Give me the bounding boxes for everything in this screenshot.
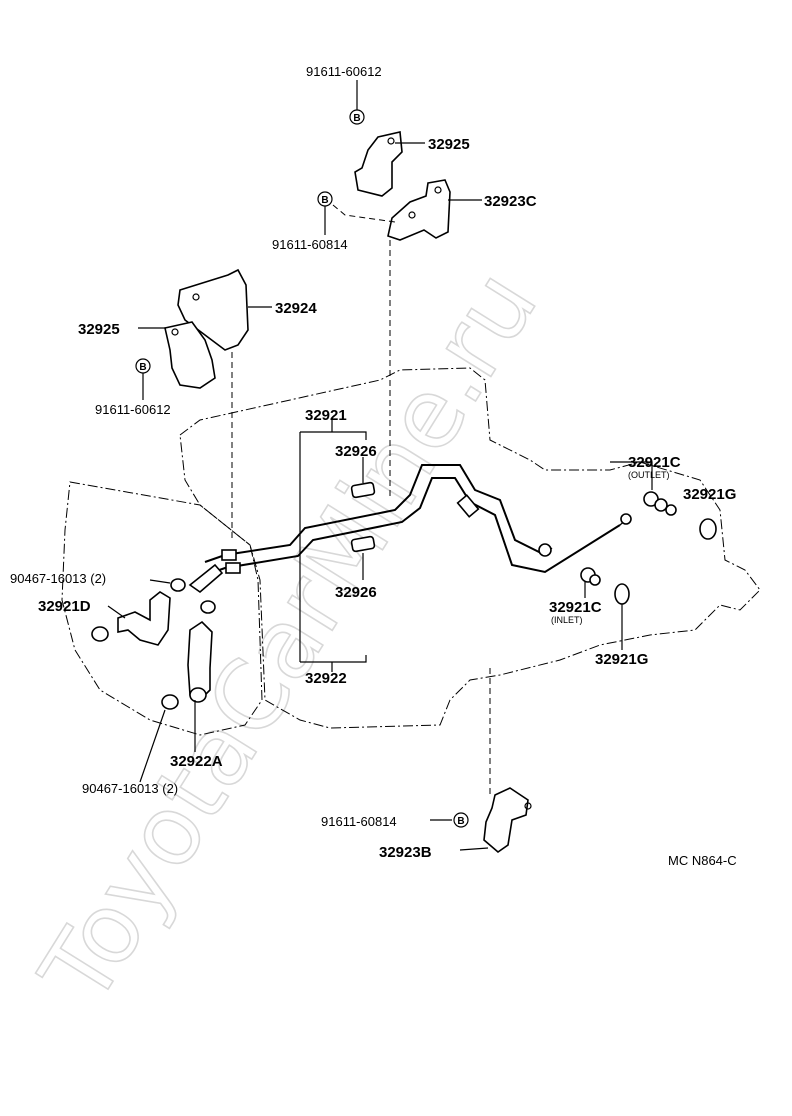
label-bolt-top: 91611-60612: [306, 64, 382, 79]
clamp-3: [91, 626, 109, 642]
label-bolt-mid: 91611-60814: [272, 237, 348, 252]
label-outlet-note: (OUTLET): [628, 470, 670, 480]
label-hose-lower: 32926: [335, 584, 377, 601]
tube-fitting-3: [456, 494, 480, 518]
tube-fitting-4: [538, 543, 552, 557]
label-hose-upper: 32926: [335, 443, 377, 460]
align-line-bolt-mid: [332, 204, 396, 223]
clamp-2: [200, 600, 216, 614]
svg-text:B: B: [321, 195, 328, 206]
bracket-32924: [177, 268, 249, 351]
label-hose-d: 32921D: [38, 598, 91, 615]
bracket-32923c: [387, 179, 451, 241]
bolt-symbol-left: B: [135, 358, 151, 374]
label-bracket-c: 32923C: [484, 193, 537, 210]
transmission-outline: [179, 367, 761, 729]
label-bolt-bottom: 91611-60814: [321, 814, 397, 829]
label-union-outlet: 32921C: [628, 454, 681, 471]
label-gasket-lower: 32921G: [595, 651, 648, 668]
svg-text:B: B: [353, 113, 360, 124]
label-gasket-upper: 32921G: [683, 486, 736, 503]
union-inlet: [580, 567, 601, 586]
label-inlet-note: (INLET): [551, 615, 583, 625]
label-hose-a: 32922A: [170, 753, 223, 770]
hose-left-upper: [188, 563, 224, 594]
label-bracket-24: 32924: [275, 300, 317, 317]
bracket-32925-top: [354, 131, 403, 197]
bolt-symbol-top: B: [349, 109, 365, 125]
label-bracket-left: 32925: [78, 321, 120, 338]
label-clamp-upper: 90467-16013 (2): [10, 571, 106, 586]
bracket-32923b: [483, 787, 529, 854]
hose-32926-lower: [350, 535, 376, 553]
tube-fitting-1: [221, 549, 237, 561]
gasket-lower: [614, 583, 630, 605]
label-bolt-left: 91611-60612: [95, 402, 171, 417]
label-union-inlet: 32921C: [549, 599, 602, 616]
leader-lines: [107, 80, 653, 851]
bolt-symbol-mid: B: [317, 191, 333, 207]
label-clamp-lower: 90467-16013 (2): [82, 781, 178, 796]
hose-32922a: [187, 620, 213, 701]
gasket-upper: [699, 518, 717, 540]
bolt-symbol-bottom: B: [453, 812, 469, 828]
tube-fitting-5: [620, 513, 632, 525]
hose-32921d: [117, 591, 171, 646]
clamp-5: [189, 687, 207, 703]
bracket-32925-left: [164, 321, 216, 389]
label-tube-set-lower: 32922: [305, 670, 347, 687]
clamp-1: [170, 578, 186, 592]
svg-text:B: B: [457, 816, 464, 827]
engine-outline: [61, 481, 263, 736]
svg-text:B: B: [139, 362, 146, 373]
diagram-code: MC N864-C: [668, 853, 737, 868]
clamp-4: [161, 694, 179, 710]
label-bracket-b: 32923B: [379, 844, 432, 861]
hose-32926-upper: [350, 481, 376, 499]
tube-fitting-2: [225, 562, 241, 574]
label-tube-set-upper: 32921: [305, 407, 347, 424]
label-bracket-top: 32925: [428, 136, 470, 153]
union-outlet: [643, 491, 677, 516]
